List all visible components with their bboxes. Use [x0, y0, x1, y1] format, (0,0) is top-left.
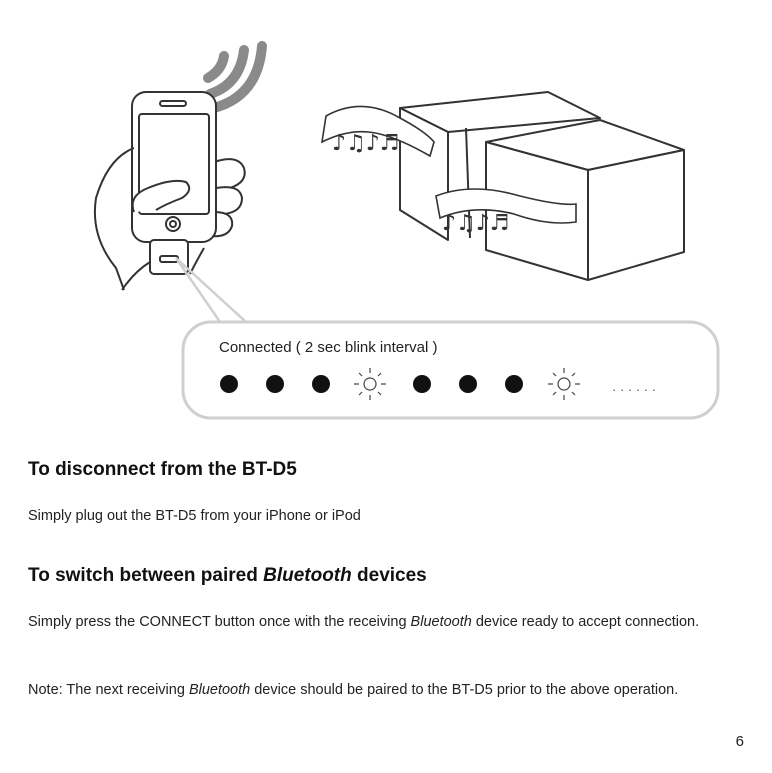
led-continuation: · · · · · ·	[612, 382, 656, 397]
callout-pointer	[174, 257, 247, 323]
paragraph-text: Simply press the CONNECT button once wit…	[28, 614, 411, 630]
page-number: 6	[735, 733, 744, 750]
paragraph-emphasis: Bluetooth	[410, 614, 472, 630]
led-blink-icon	[548, 368, 580, 400]
heading-emphasis: Bluetooth	[263, 565, 352, 586]
wireless-signal-icon	[203, 41, 267, 113]
led-on-dot	[413, 375, 431, 393]
callout-label: Connected ( 2 sec blink interval )	[219, 339, 438, 356]
paragraph-text: device should be paired to the BT-D5 pri…	[250, 682, 679, 698]
callout-box	[181, 320, 720, 420]
led-blink-icon	[354, 368, 386, 400]
heading-switch-devices: To switch between paired Bluetooth devic…	[28, 565, 427, 587]
music-notes-icon: ♪♫♪♬ ♪♫♪♬	[320, 105, 577, 236]
led-on-dot	[505, 375, 523, 393]
paragraph-switch: Simply press the CONNECT button once wit…	[28, 612, 746, 632]
led-on-dot	[459, 375, 477, 393]
paragraph-emphasis: Bluetooth	[188, 682, 251, 698]
svg-text:♪♫♪♬: ♪♫♪♬	[442, 211, 510, 236]
paragraph-disconnect: Simply plug out the BT-D5 from your iPho…	[28, 508, 361, 524]
heading-disconnect: To disconnect from the BT-D5	[28, 459, 297, 480]
paragraph-text: device ready to accept connection.	[471, 614, 700, 630]
paragraph-text: Note: The next receiving	[28, 682, 189, 698]
heading-text: To switch between paired	[28, 565, 264, 586]
paragraph-note: Note: The next receiving Bluetooth devic…	[28, 680, 746, 700]
hand-holding-iphone-icon	[93, 91, 246, 291]
led-on-dot	[312, 375, 330, 393]
speaker-icon	[399, 91, 685, 281]
heading-text: devices	[351, 565, 427, 586]
led-sequence: · · · · · ·	[220, 368, 656, 400]
led-on-dot	[266, 375, 284, 393]
svg-text:♪♫♪♬: ♪♫♪♬	[332, 131, 400, 156]
led-on-dot	[220, 375, 238, 393]
illustration: ♪♫♪♬ ♪♫♪♬ · · · · · ·	[93, 41, 720, 420]
